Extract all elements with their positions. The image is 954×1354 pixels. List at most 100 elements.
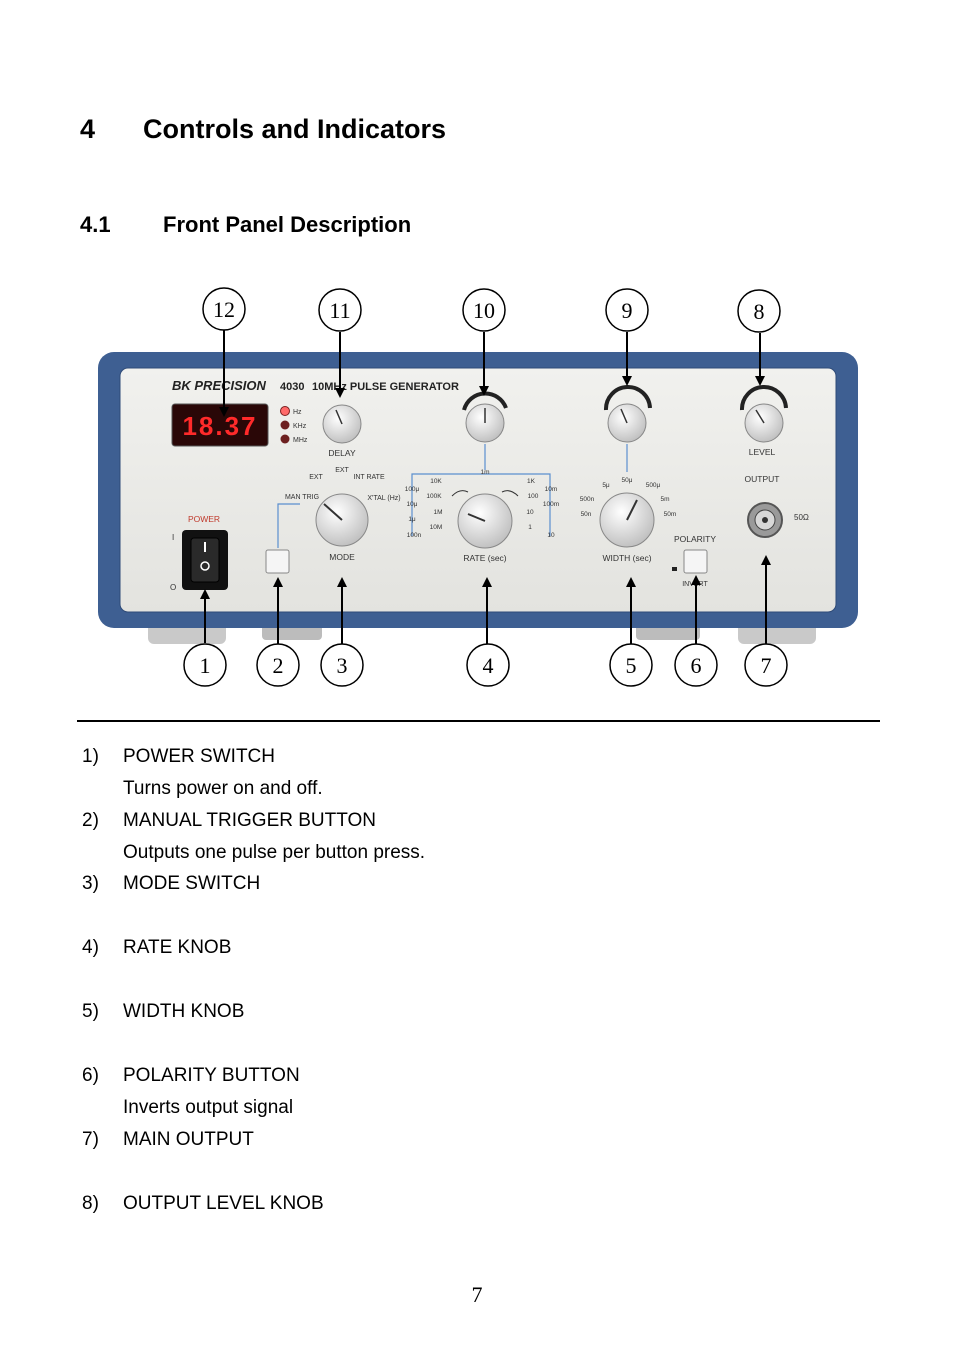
rate-scale-1u: 1μ: [408, 516, 416, 523]
callout-3: 3: [337, 653, 348, 678]
unit-indicators: Hz KHz MHz: [280, 406, 308, 444]
model-text: 4030: [280, 381, 304, 393]
item-title: POLARITY BUTTON: [123, 1065, 300, 1086]
rate-scale-10m: 10m: [545, 486, 558, 493]
unit-hz-label: Hz: [293, 409, 302, 416]
front-panel-figure: BK PRECISION 4030 10MHz PULSE GENERATOR …: [98, 287, 858, 687]
callout-circle: [605, 288, 649, 332]
width-scale-50u: 50μ: [622, 477, 633, 484]
item-title: MANUAL TRIGGER BUTTON: [123, 810, 377, 831]
section-number: 4: [80, 114, 96, 144]
unit-mhz-label: MHz: [293, 437, 308, 444]
item-number: 4): [82, 937, 99, 958]
item-description: Turns power on and off.: [123, 778, 323, 799]
callout-circle: [674, 643, 718, 687]
item-description: Inverts output signal: [123, 1097, 294, 1118]
callout-markers: 1 2 3 4 5 6 7 8 9 10 11 12: [183, 287, 788, 687]
model-description: 10MHz PULSE GENERATOR: [312, 381, 459, 393]
callout-circle: [462, 288, 506, 332]
callout-circle: [183, 643, 227, 687]
callout-circle: [256, 643, 300, 687]
brand-text: BK PRECISION: [172, 378, 267, 393]
mode-label: MODE: [329, 552, 355, 562]
item-title: POWER SWITCH: [123, 746, 275, 767]
callout-arrows: [200, 330, 771, 644]
width-scale-5m: 5m: [660, 496, 669, 503]
item-title: OUTPUT LEVEL KNOB: [123, 1193, 324, 1214]
callout-6: 6: [691, 653, 702, 678]
width-scale-50m: 50m: [664, 511, 677, 518]
callout-circle: [737, 289, 781, 333]
callout-circle: [202, 287, 246, 331]
output-label: OUTPUT: [745, 474, 780, 484]
width-label: WIDTH (sec): [602, 553, 651, 563]
section-title: Controls and Indicators: [143, 114, 447, 144]
rate-scale-10meg: 10M: [430, 524, 443, 531]
polarity-button[interactable]: [683, 549, 708, 574]
mode-position-int-rate: INT RATE: [353, 474, 385, 481]
mode-scale: EXT EXT INT RATE MAN TRIG X'TAL (Hz): [285, 467, 401, 502]
manual-trigger-button[interactable]: [265, 549, 290, 574]
rate-scale-1: 1: [528, 524, 532, 531]
horizontal-rule: [77, 720, 880, 722]
mode-position-ext: EXT: [309, 474, 323, 481]
item-number: 6): [82, 1065, 99, 1086]
callout-circle: [744, 643, 788, 687]
rate-scale-100: 100: [528, 493, 539, 500]
item-title: MODE SWITCH: [123, 873, 261, 894]
callout-7: 7: [761, 653, 772, 678]
width-scale-50n: 50n: [581, 511, 592, 518]
item-number: 2): [82, 810, 99, 831]
callout-2: 2: [273, 653, 284, 678]
power-off-mark: O: [170, 583, 176, 592]
level-label: LEVEL: [749, 447, 776, 457]
mode-position-xtal: X'TAL (Hz): [367, 495, 400, 502]
callout-9: 9: [622, 298, 633, 323]
width-scale: 5μ 50μ 500μ 500n 5m 50n 50m: [580, 477, 677, 518]
callout-circle: [609, 643, 653, 687]
item-title: WIDTH KNOB: [123, 1001, 245, 1022]
callout-circle: [320, 643, 364, 687]
mode-position-man-trig: MAN TRIG: [285, 494, 319, 501]
mode-position-ext-2: EXT: [335, 467, 349, 474]
rate-scale-1k: 1K: [527, 478, 536, 485]
item-number: 8): [82, 1193, 99, 1214]
instrument-panel: [119, 367, 837, 613]
unit-khz-label: KHz: [293, 423, 307, 430]
rate-scale-1m: 1m: [480, 469, 489, 476]
rate-scale-10-end: 10: [547, 532, 555, 539]
callout-12: 12: [213, 297, 235, 322]
item-number: 5): [82, 1001, 99, 1022]
power-on-mark: I: [172, 533, 174, 542]
rate-scale-10u: 10μ: [407, 501, 418, 508]
subsection-title: Front Panel Description: [163, 212, 412, 237]
rate-scale-100m: 100m: [543, 501, 559, 508]
polarity-label: POLARITY: [674, 534, 716, 544]
frequency-display: [171, 403, 269, 447]
power-label: POWER: [188, 514, 220, 524]
callout-11: 11: [329, 298, 350, 323]
page-number: 7: [471, 1282, 483, 1307]
item-number: 1): [82, 746, 99, 767]
item-description: Outputs one pulse per button press.: [123, 842, 426, 863]
delay-label: DELAY: [328, 448, 356, 458]
rate-label: RATE (sec): [463, 553, 506, 563]
rate-scale-10k: 10K: [430, 478, 442, 485]
callout-circle: [466, 643, 510, 687]
item-number: 3): [82, 873, 99, 894]
item-number: 7): [82, 1129, 99, 1150]
callout-circle: [318, 288, 362, 332]
rate-scale: 1m 10K 1K 100K 100 10m 100μ 100m 10μ 1M …: [405, 469, 559, 539]
subsection-number: 4.1: [80, 212, 111, 237]
callout-4: 4: [483, 653, 494, 678]
callout-8: 8: [754, 299, 765, 324]
display-readout: 18.37: [182, 411, 257, 441]
rate-scale-100n: 100n: [407, 532, 422, 539]
rate-scale-100k: 100K: [426, 493, 442, 500]
rate-scale-100u: 100μ: [405, 486, 420, 493]
impedance-label: 50Ω: [794, 513, 809, 522]
width-scale-5u: 5μ: [602, 482, 610, 489]
callout-10: 10: [473, 298, 495, 323]
rate-scale-10: 10: [526, 509, 534, 516]
item-title: RATE KNOB: [123, 937, 232, 958]
